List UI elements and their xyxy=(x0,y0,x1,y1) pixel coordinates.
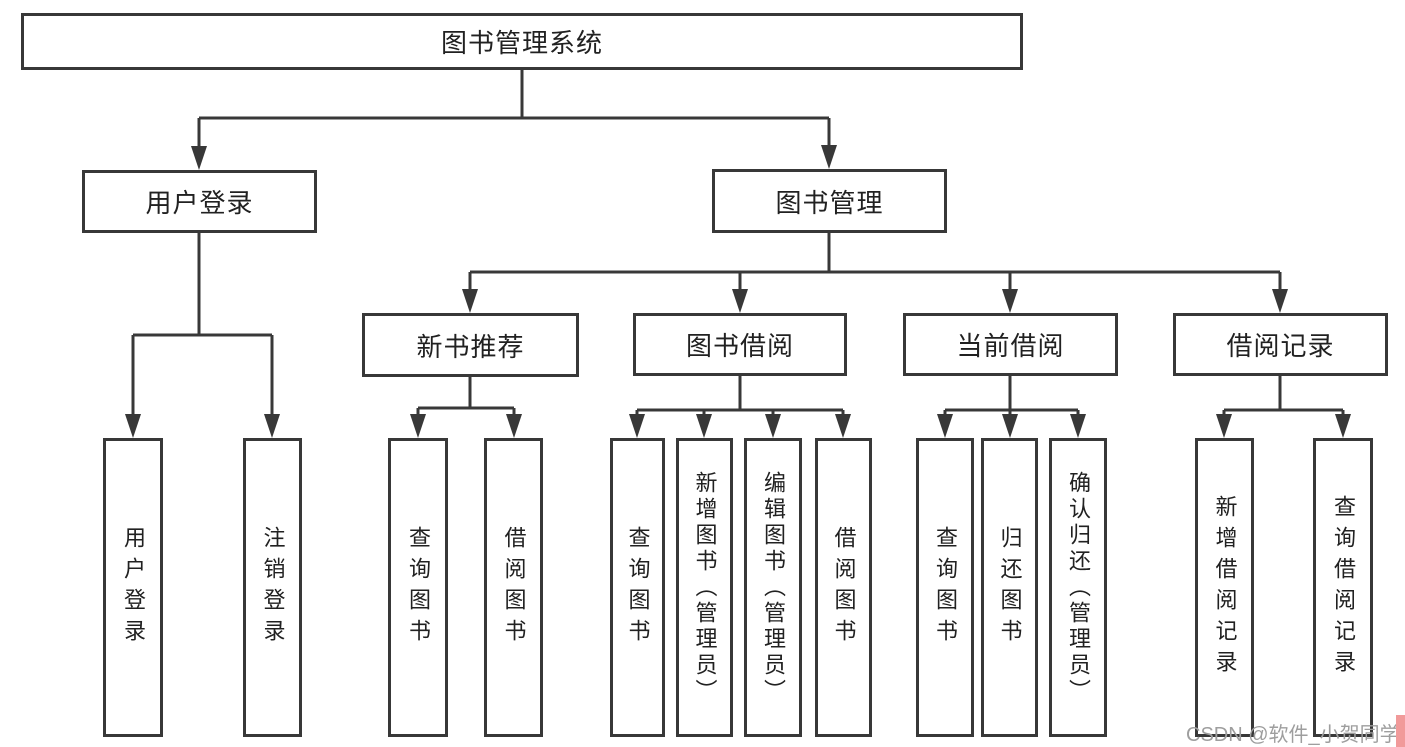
leaf-confirm-return-admin: 确认归还（管理员） xyxy=(1049,438,1107,737)
connector-newrec-children xyxy=(416,377,516,418)
arrowhead xyxy=(765,414,781,438)
arrowhead xyxy=(1335,414,1351,438)
leaf-query-books: 查询图书 xyxy=(610,438,665,737)
node-label: 图书借阅 xyxy=(685,331,794,361)
node-new-book-recommend: 新书推荐 xyxy=(362,313,579,377)
leaf-borrow-books: 借阅图书 xyxy=(815,438,872,737)
node-label: 新增借阅记录 xyxy=(1212,494,1238,681)
node-label: 查询图书 xyxy=(933,525,958,650)
leaf-query-books: 查询图书 xyxy=(916,438,974,737)
node-label: 用户登录 xyxy=(121,525,146,650)
arrowhead xyxy=(1272,289,1288,313)
leaf-query-borrow-record: 查询借阅记录 xyxy=(1313,438,1373,737)
leaf-add-borrow-record: 新增借阅记录 xyxy=(1195,438,1254,737)
leaf-logout: 注销登录 xyxy=(243,438,302,737)
connector-borrow-children xyxy=(635,376,845,418)
arrowhead xyxy=(1002,414,1018,438)
arrowhead xyxy=(821,145,837,169)
arrowhead xyxy=(835,414,851,438)
node-label: 图书管理 xyxy=(775,187,884,218)
node-book-borrowing: 图书借阅 xyxy=(633,313,847,376)
arrowhead xyxy=(125,414,141,438)
node-label: 用户登录 xyxy=(145,188,254,218)
arrowhead xyxy=(1070,414,1086,438)
node-label: 借阅记录 xyxy=(1226,331,1335,361)
connector-current-children xyxy=(943,376,1080,418)
arrowhead xyxy=(696,414,712,438)
leaf-query-books: 查询图书 xyxy=(388,438,448,737)
arrowhead xyxy=(1002,289,1018,313)
watermark-accent-strip xyxy=(1396,715,1405,747)
leaf-return-books: 归还图书 xyxy=(981,438,1038,737)
arrowhead xyxy=(462,289,478,313)
node-borrowing-records: 借阅记录 xyxy=(1173,313,1388,376)
arrowhead xyxy=(506,414,522,438)
arrowhead xyxy=(264,414,280,438)
node-label: 新增图书（管理员） xyxy=(692,470,718,705)
node-current-borrowing: 当前借阅 xyxy=(903,313,1118,376)
arrowhead xyxy=(732,289,748,313)
connector-root-to-level2 xyxy=(197,70,831,150)
node-label: 查询图书 xyxy=(406,525,431,650)
node-label: 归还图书 xyxy=(997,525,1023,650)
leaf-add-books-admin: 新增图书（管理员） xyxy=(676,438,733,737)
leaf-borrow-books: 借阅图书 xyxy=(484,438,543,737)
arrowhead xyxy=(191,146,207,170)
arrowhead xyxy=(629,414,645,438)
node-label: 图书管理系统 xyxy=(440,28,603,58)
arrowhead xyxy=(410,414,426,438)
connector-bookmgmt-children xyxy=(468,233,1282,293)
node-label: 确认归还（管理员） xyxy=(1066,470,1091,705)
connector-record-children xyxy=(1222,376,1345,418)
node-label: 当前借阅 xyxy=(956,331,1065,361)
node-label: 查询图书 xyxy=(625,525,651,650)
csdn-watermark: CSDN @软件_小贺同学 xyxy=(1186,724,1400,746)
node-label: 注销登录 xyxy=(260,525,286,650)
arrowhead xyxy=(937,414,953,438)
node-label: 借阅图书 xyxy=(831,525,857,650)
leaf-user-login: 用户登录 xyxy=(103,438,163,737)
node-user-login: 用户登录 xyxy=(82,170,317,233)
node-label: 查询借阅记录 xyxy=(1331,494,1356,681)
node-label: 新书推荐 xyxy=(416,331,525,362)
node-label: 编辑图书（管理员） xyxy=(761,470,786,705)
node-library-system: 图书管理系统 xyxy=(21,13,1023,70)
leaf-edit-books-admin: 编辑图书（管理员） xyxy=(744,438,802,737)
node-label: 借阅图书 xyxy=(501,525,527,650)
connector-userlogin-children xyxy=(131,233,274,418)
node-book-management: 图书管理 xyxy=(712,169,947,233)
arrowhead xyxy=(1216,414,1232,438)
